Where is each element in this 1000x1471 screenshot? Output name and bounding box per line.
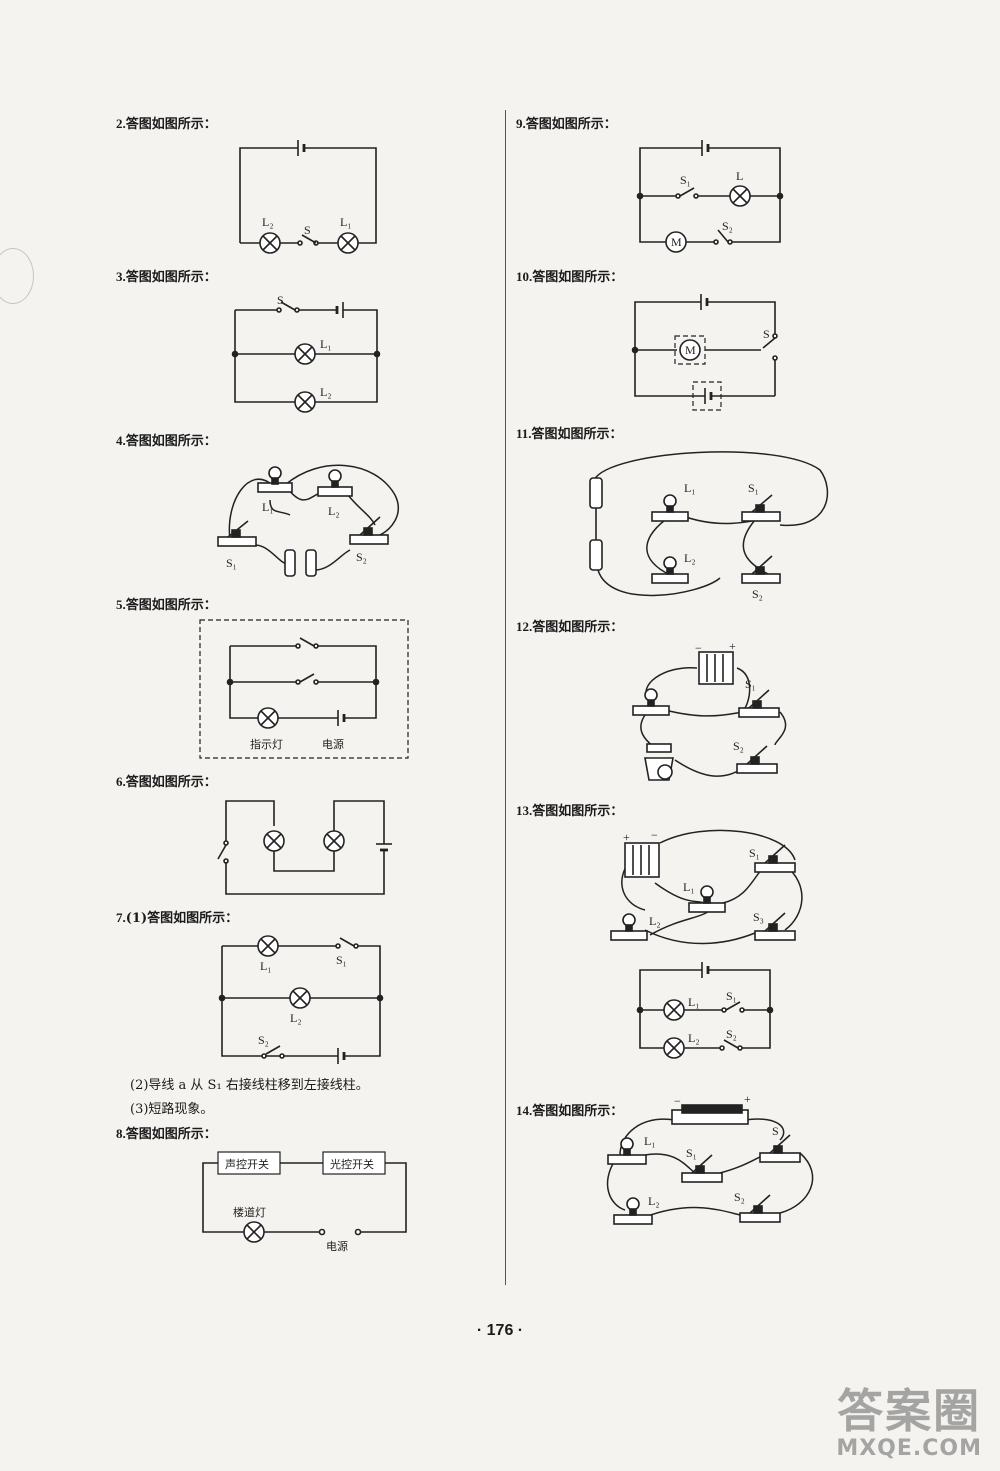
answer-6-heading: 6.答图如图所示：	[116, 774, 217, 790]
physical-circuit-q12: − + S₁ S₂	[632, 639, 787, 781]
answer-7-part3: (3)短路现象。	[130, 1102, 214, 1117]
svg-text:S: S	[772, 1124, 779, 1138]
svg-text:S: S	[763, 327, 770, 341]
answer-4-heading: 4.答图如图所示：	[116, 433, 217, 449]
svg-text:+: +	[744, 1092, 751, 1106]
svg-text:S₁: S₁	[749, 846, 760, 860]
watermark-logo: 答案圈	[837, 1384, 982, 1438]
circuit-diagram-q8: 声控开关 光控开关 楼道灯 电源	[202, 1151, 407, 1253]
svg-text:S₂: S₂	[734, 1190, 745, 1204]
circuit-diagram-q3: S L₁ L₂	[231, 293, 381, 413]
svg-text:指示灯: 指示灯	[250, 737, 283, 751]
answer-7-part2: (2)导线 a 从 S₁ 右接线柱移到左接线柱。	[130, 1078, 369, 1093]
svg-text:L₂: L₂	[648, 1194, 660, 1208]
answer-2-heading: 2.答图如图所示：	[116, 116, 217, 132]
answer-10-heading: 10.答图如图所示：	[516, 269, 624, 285]
circuit-diagram-q7: L₁ S₁ L₂ S₂	[218, 935, 384, 1064]
svg-text:L₁: L₁	[688, 995, 700, 1009]
svg-text:S₁: S₁	[226, 556, 237, 570]
circuit-diagram-q13: L₁ S₁ L₂ S₂	[636, 962, 774, 1059]
svg-text:M: M	[671, 235, 682, 249]
svg-text:−: −	[651, 828, 658, 842]
svg-text:L₂: L₂	[262, 215, 274, 229]
physical-circuit-q11: L₁ S₁ L₂ S₂	[589, 451, 829, 601]
svg-text:光控开关: 光控开关	[330, 1157, 374, 1171]
svg-text:L₂: L₂	[320, 385, 332, 399]
svg-text:S₂: S₂	[722, 219, 733, 233]
svg-text:L₁: L₁	[644, 1134, 656, 1148]
answer-12-heading: 12.答图如图所示：	[516, 619, 624, 635]
svg-text:−: −	[695, 641, 702, 655]
physical-circuit-q4: L₁ L₂ S₁ S₂	[217, 464, 400, 577]
svg-text:L₁: L₁	[684, 481, 696, 495]
physical-circuit-q13: + − S₁ L₁ L₂ S₃	[610, 828, 803, 945]
svg-text:L₁: L₁	[262, 500, 274, 514]
svg-text:M: M	[685, 343, 696, 357]
svg-text:S₂: S₂	[752, 587, 763, 601]
svg-text:S₁: S₁	[686, 1146, 697, 1160]
answer-7-heading: 7.(1)答图如图所示：	[116, 910, 239, 926]
svg-text:S₂: S₂	[356, 550, 367, 564]
svg-text:L₁: L₁	[320, 337, 332, 351]
svg-text:L: L	[736, 169, 743, 183]
physical-circuit-q14: − + L₁ S S₁ L₂ S₂	[606, 1092, 814, 1225]
svg-text:电源: 电源	[326, 1239, 348, 1253]
svg-text:S₁: S₁	[680, 173, 691, 187]
svg-text:+: +	[729, 639, 736, 653]
svg-text:S₂: S₂	[726, 1027, 737, 1041]
circuit-diagram-q6	[217, 800, 392, 895]
answer-11-heading: 11.答图如图所示：	[516, 426, 623, 442]
svg-text:−: −	[674, 1094, 681, 1108]
svg-text:S₂: S₂	[258, 1033, 269, 1047]
column-divider	[505, 110, 506, 1285]
svg-text:S₁: S₁	[336, 953, 347, 967]
svg-text:L₂: L₂	[684, 551, 696, 565]
svg-text:L₁: L₁	[260, 959, 272, 973]
svg-text:S₁: S₁	[726, 989, 737, 1003]
margin-stamp	[0, 248, 34, 304]
circuit-diagram-q5: 指示灯 电源	[199, 619, 409, 759]
svg-text:L₂: L₂	[649, 914, 661, 928]
svg-text:声控开关: 声控开关	[225, 1157, 269, 1171]
answer-3-heading: 3.答图如图所示：	[116, 269, 217, 285]
svg-text:+: +	[623, 830, 630, 844]
svg-text:S₁: S₁	[748, 481, 759, 495]
answer-5-heading: 5.答图如图所示：	[116, 597, 217, 613]
answer-14-heading: 14.答图如图所示：	[516, 1103, 624, 1119]
svg-text:S₃: S₃	[753, 910, 764, 924]
svg-text:S: S	[304, 223, 311, 237]
watermark-url: MXQE.COM	[836, 1436, 982, 1461]
circuit-diagram-q10: M S	[631, 294, 778, 411]
svg-text:L₁: L₁	[340, 215, 352, 229]
svg-text:电源: 电源	[322, 737, 344, 751]
svg-text:L₂: L₂	[290, 1011, 302, 1025]
svg-text:L₂: L₂	[328, 504, 340, 518]
circuit-diagram-q9: M S₁ L S₂	[636, 140, 784, 253]
svg-text:L₁: L₁	[683, 880, 695, 894]
svg-text:S₁: S₁	[745, 677, 756, 691]
svg-text:S₂: S₂	[733, 739, 744, 753]
svg-text:L₂: L₂	[688, 1031, 700, 1045]
svg-text:楼道灯: 楼道灯	[233, 1205, 266, 1219]
answer-8-heading: 8.答图如图所示：	[116, 1126, 217, 1142]
page-number: · 176 ·	[476, 1322, 524, 1339]
answer-9-heading: 9.答图如图所示：	[516, 116, 617, 132]
circuit-diagram-q2: L₂ S L₁	[239, 140, 377, 254]
answer-13-heading: 13.答图如图所示：	[516, 803, 624, 819]
watermark: 答案圈 MXQE.COM	[836, 1386, 982, 1461]
svg-text:S: S	[277, 293, 284, 307]
